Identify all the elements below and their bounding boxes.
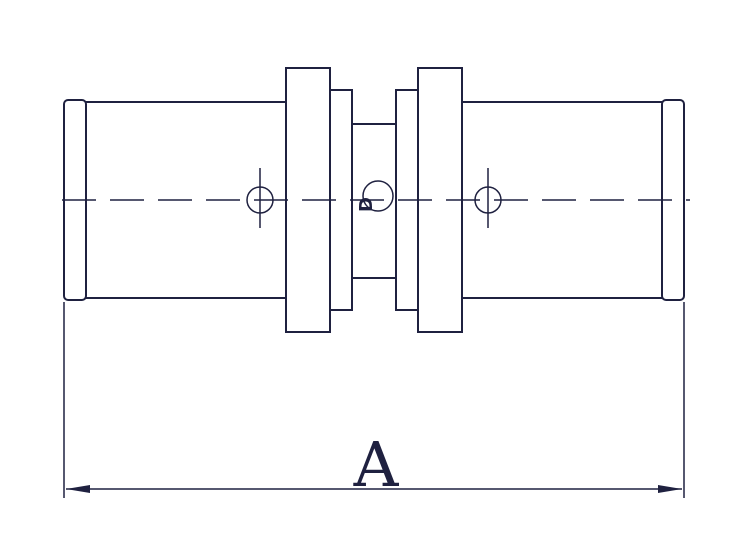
dimension-arrow-left xyxy=(66,485,90,493)
right-inspection-hole xyxy=(474,168,502,228)
center-mark-text: D xyxy=(356,197,377,212)
dimension-label: A xyxy=(353,428,400,501)
right-pipe-body xyxy=(462,101,662,299)
dimension-arrow-right xyxy=(658,485,682,493)
center-marker: D xyxy=(356,180,394,212)
left-pipe-body xyxy=(86,101,286,299)
dimension-line xyxy=(66,485,682,493)
center-neck xyxy=(352,123,396,279)
left-inspection-hole xyxy=(246,168,274,228)
